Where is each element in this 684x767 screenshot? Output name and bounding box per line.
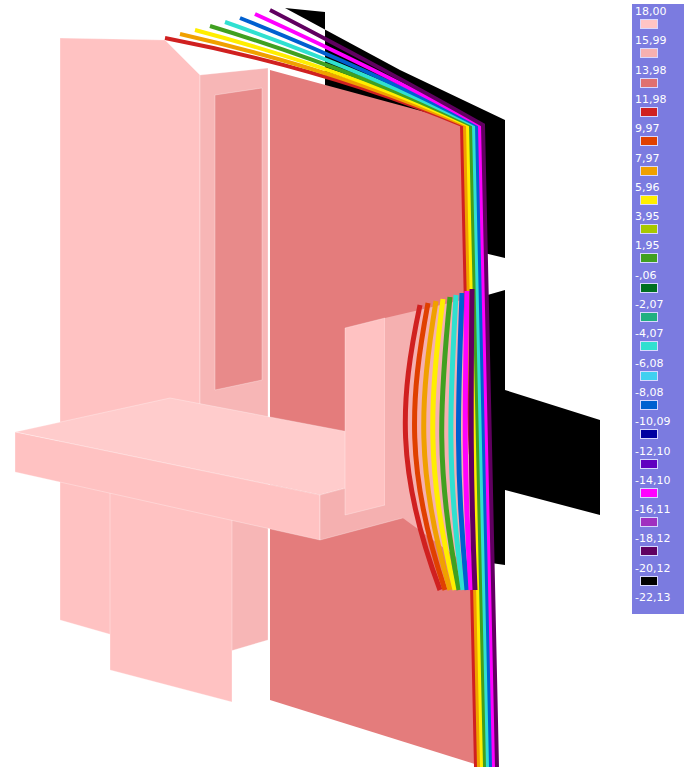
legend-value: -8,08 bbox=[635, 387, 663, 399]
legend-value: 15,99 bbox=[635, 35, 667, 47]
legend-swatch bbox=[640, 429, 658, 439]
legend-value: -18,12 bbox=[635, 533, 670, 545]
legend-swatch bbox=[640, 48, 658, 58]
legend-value: 11,98 bbox=[635, 94, 667, 106]
legend-swatch bbox=[640, 459, 658, 469]
legend-swatch bbox=[640, 78, 658, 88]
legend-swatch bbox=[640, 166, 658, 176]
wall-face bbox=[270, 70, 478, 765]
legend-value: 18,00 bbox=[635, 6, 667, 18]
legend-value: -10,09 bbox=[635, 416, 670, 428]
legend-swatch bbox=[640, 546, 658, 556]
legend-value: -,06 bbox=[635, 270, 656, 282]
legend-value: -12,10 bbox=[635, 446, 670, 458]
legend-swatch bbox=[640, 371, 658, 381]
legend-value: 7,97 bbox=[635, 153, 660, 165]
legend-value: 13,98 bbox=[635, 65, 667, 77]
legend-swatch bbox=[640, 19, 658, 29]
legend-value: 9,97 bbox=[635, 123, 660, 135]
legend-swatch bbox=[640, 488, 658, 498]
legend-value: 3,95 bbox=[635, 211, 660, 223]
legend-value: 5,96 bbox=[635, 182, 660, 194]
legend-swatch bbox=[640, 224, 658, 234]
legend-swatch bbox=[640, 136, 658, 146]
legend-value: -22,13 bbox=[635, 592, 670, 604]
pier bbox=[60, 38, 268, 702]
thermal-model bbox=[0, 0, 630, 767]
legend-swatch bbox=[640, 195, 658, 205]
legend-value: -6,08 bbox=[635, 358, 663, 370]
legend-swatch bbox=[640, 107, 658, 117]
legend-swatch bbox=[640, 576, 658, 586]
legend-value: -20,12 bbox=[635, 563, 670, 575]
legend-swatch bbox=[640, 341, 658, 351]
legend-swatch bbox=[640, 312, 658, 322]
legend-value: 1,95 bbox=[635, 240, 660, 252]
legend-panel: 18,00 15,99 13,98 11,98 9,97 7,97 5,96 3,95 1,95… bbox=[632, 4, 684, 614]
sill-column bbox=[345, 289, 475, 590]
legend-value: -2,07 bbox=[635, 299, 663, 311]
legend-swatch bbox=[640, 400, 658, 410]
legend-value: -4,07 bbox=[635, 328, 663, 340]
legend-value: -16,11 bbox=[635, 504, 670, 516]
legend-swatch bbox=[640, 253, 658, 263]
legend-swatch bbox=[640, 283, 658, 293]
legend-swatch bbox=[640, 517, 658, 527]
legend-value: -14,10 bbox=[635, 475, 670, 487]
